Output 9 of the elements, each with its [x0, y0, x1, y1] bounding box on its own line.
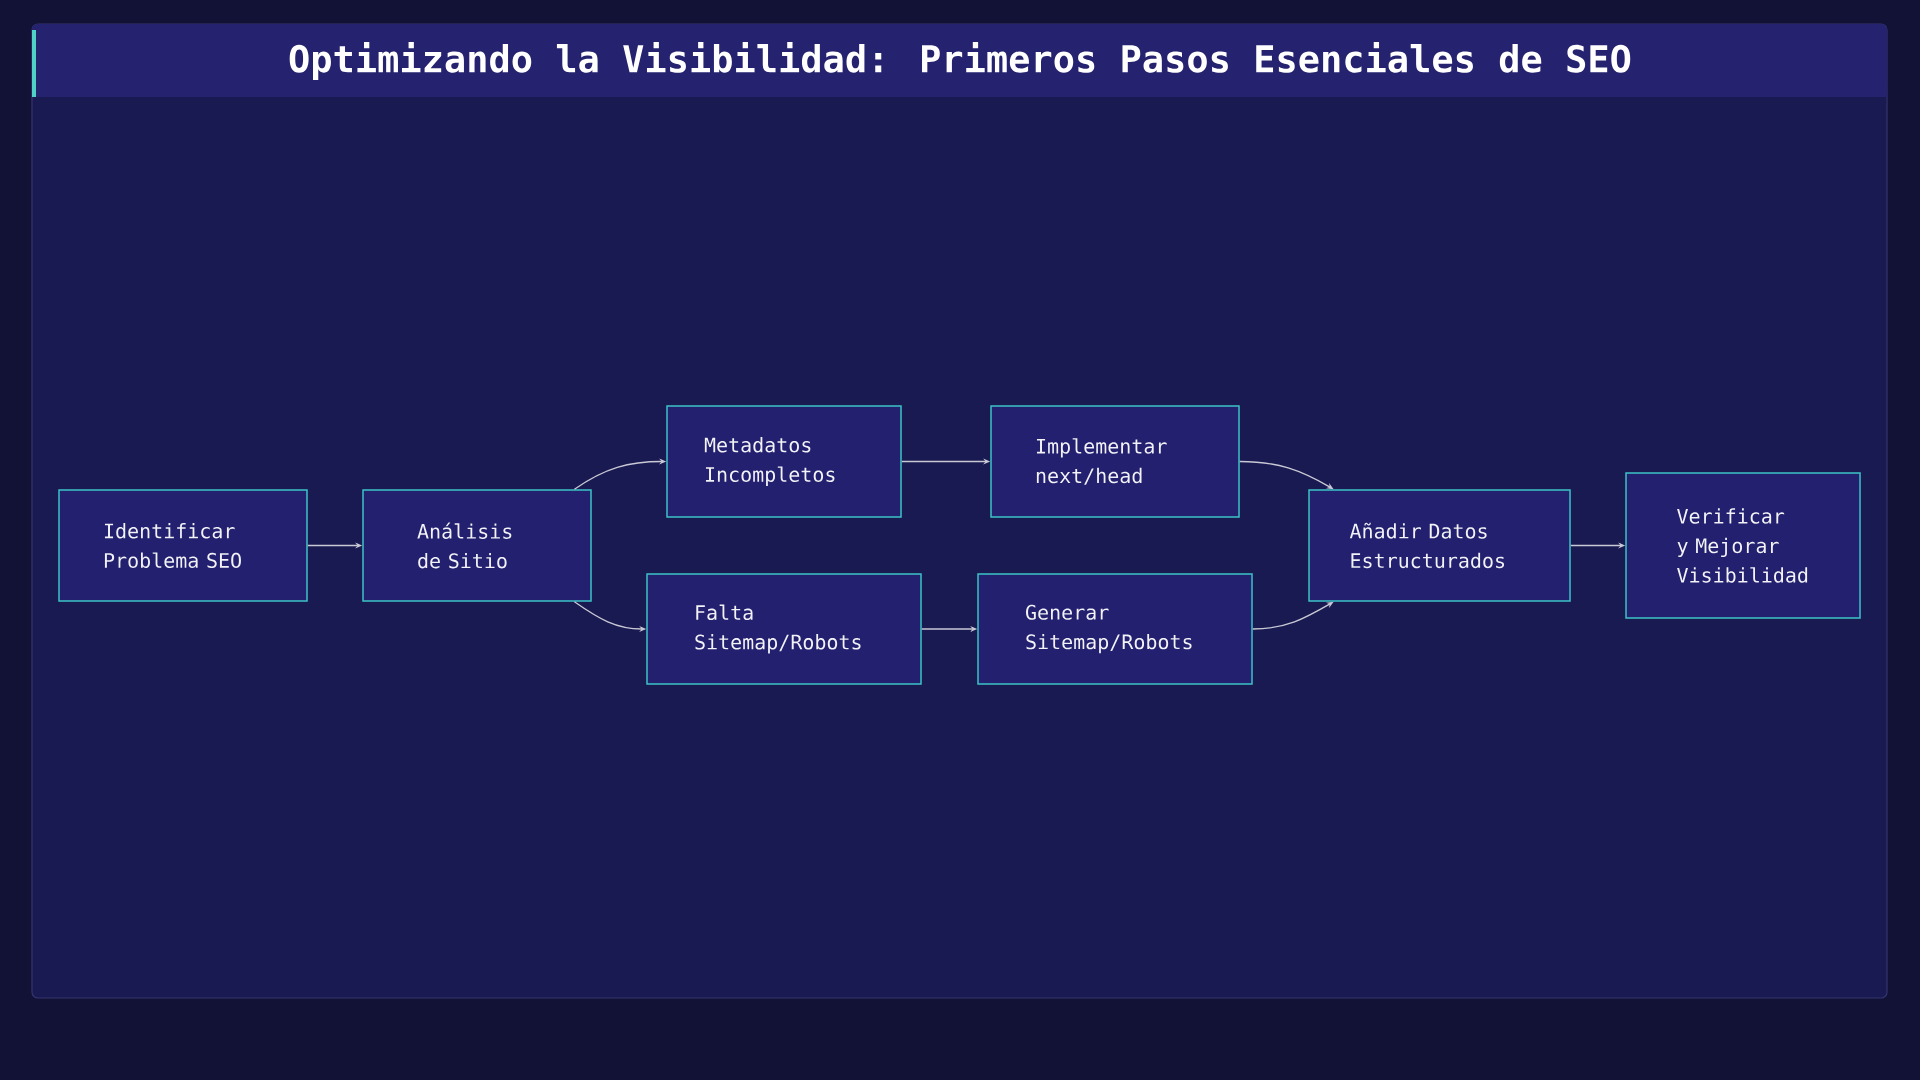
process-box: Implementar next/head: [990, 405, 1240, 518]
process-box: Añadir Datos Estructurados: [1308, 489, 1571, 602]
title-banner: Optimizando la Visibilidad: Primeros Pasos Esenciales de SEO: [32, 24, 1887, 97]
process-box: Falta Sitemap/Robots: [646, 573, 922, 685]
process-box: Verificar y Mejorar Visibilidad: [1625, 472, 1861, 619]
process-box: Metadatos Incompletos: [666, 405, 902, 518]
process-box: Análisis de Sitio: [362, 489, 592, 602]
process-box: Generar Sitemap/Robots: [977, 573, 1253, 685]
process-box: Identificar Problema SEO: [58, 489, 308, 602]
